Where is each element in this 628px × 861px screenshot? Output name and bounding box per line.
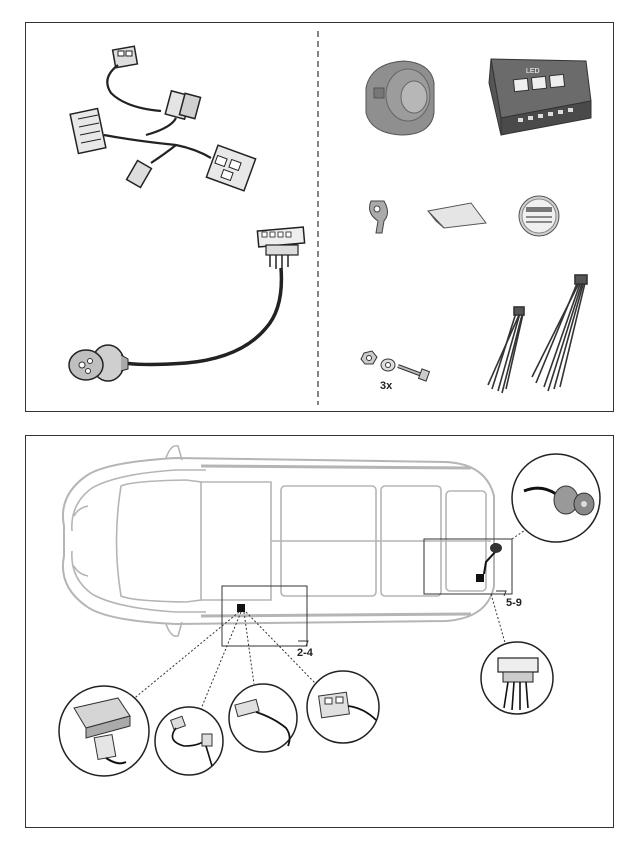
cable-ties-short [487,306,525,394]
adhesive-pad [427,202,487,229]
detail-front-connector-1 [154,706,224,776]
rear-connection-point [476,574,484,582]
harness-connector-middle [164,89,202,121]
detail-front-connector-3 [306,670,380,744]
rear-install-area [423,525,532,647]
bolt-quantity-label: 3x [380,380,393,392]
vehicle-top-view-drawing [58,444,601,777]
detail-front-connector-2 [228,683,298,753]
installation-overview-panel: 2-4 5-9 [25,435,614,828]
detail-rear-connector [480,641,554,715]
kit-contents-panel: LED [25,22,614,412]
nut-washer-bolt-set [360,350,431,382]
towbar-socket [68,344,129,382]
info-sticker [518,195,560,237]
detail-rear-socket [511,453,601,543]
cable-ties-long [531,274,588,392]
front-connection-point [237,604,245,612]
harness-connector-bottom [125,159,153,189]
harness-connector-top [111,45,139,69]
harness-connector-left [69,107,107,155]
control-module: LED [488,58,592,136]
towbar-cable [68,226,306,382]
vehicle-wiring-harness [69,45,257,192]
detail-front-module [58,685,150,777]
module-led-label: LED [526,68,540,75]
steps-rear-label: 5-9 [506,597,522,609]
socket-housing [365,60,435,136]
ring-terminal [369,200,388,234]
kit-contents-drawing: LED [68,31,592,405]
harness-connector-right [205,144,257,192]
vehicle-outline [62,444,495,638]
steps-front-label: 2-4 [297,647,313,659]
cable-plug-connector [256,226,306,269]
front-install-area [130,585,317,722]
